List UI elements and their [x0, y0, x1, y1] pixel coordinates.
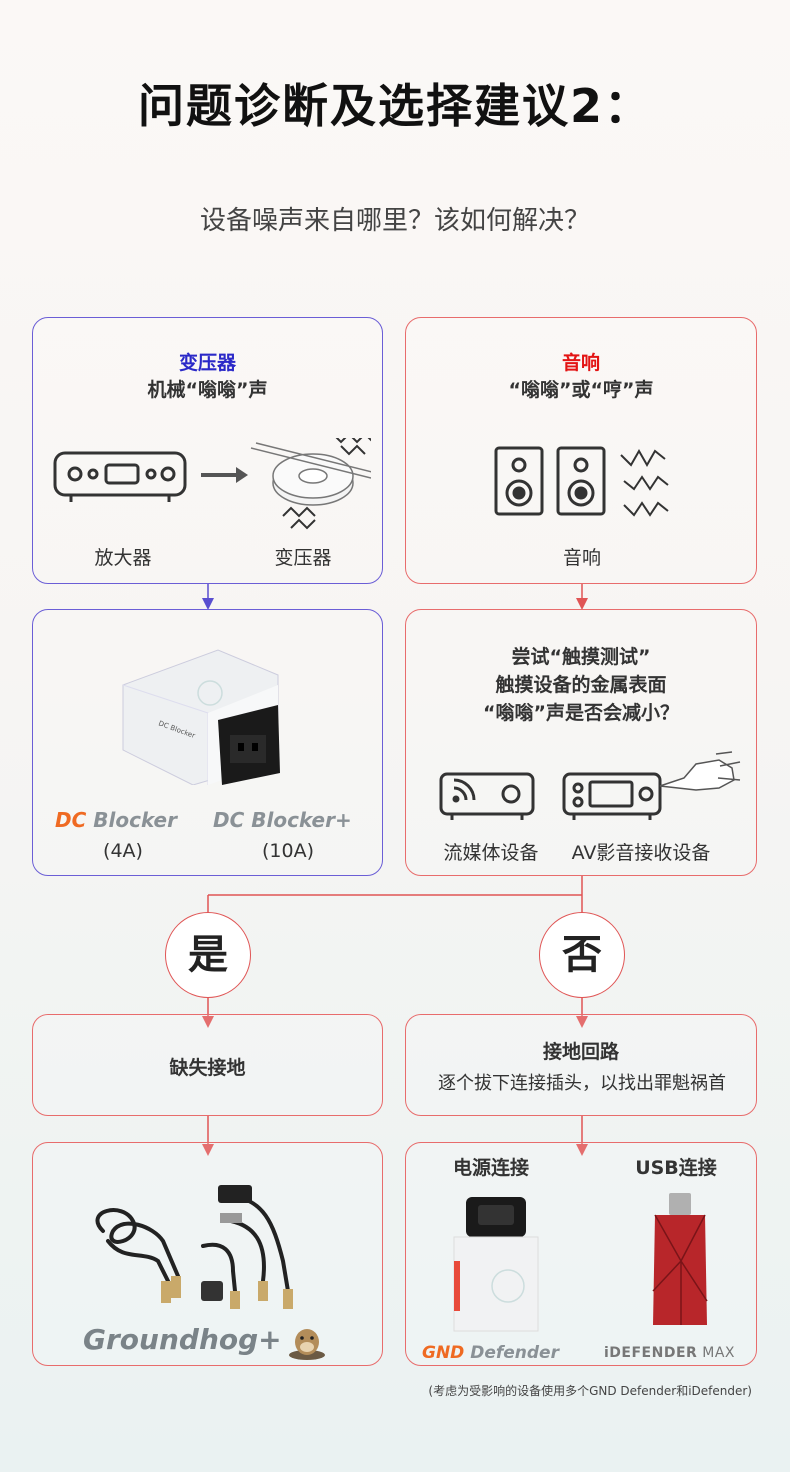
groundhog-mascot-icon	[289, 1329, 325, 1360]
dc-blocker-product: DC Blocker	[122, 649, 280, 785]
devices-illustration	[439, 751, 741, 820]
transformer-heading: 变压器	[178, 352, 236, 374]
ground-loop-heading: 接地回路	[542, 1041, 619, 1063]
av-receiver-icon	[562, 772, 662, 820]
page-title: 问题诊断及选择建议2：	[137, 79, 652, 133]
idefender-max-product	[652, 1193, 708, 1325]
groundhog-box: Groundhog+	[32, 1142, 383, 1366]
idefender-max-brand: iDEFENDER MAX	[604, 1345, 735, 1361]
groundhog-cables-product	[95, 1185, 293, 1309]
amplifier-icon	[53, 451, 187, 502]
speaker-icon	[494, 446, 606, 516]
no-circle: 否	[539, 912, 625, 998]
transformer-icon	[250, 438, 371, 530]
streamer-label: 流媒体设备	[443, 842, 539, 864]
transformer-label: 变压器	[274, 547, 332, 569]
missing-ground-label: 缺失接地	[169, 1057, 246, 1079]
av-receiver-label: AV影音接收设备	[571, 842, 711, 864]
missing-ground-box: 缺失接地	[32, 1014, 383, 1116]
speaker-label: 音响	[562, 547, 601, 569]
speakers-illustration	[494, 446, 669, 517]
yes-circle: 是	[165, 912, 251, 998]
dc-blocker-box: DC Blocker DC Blocker DC Blocker+ (4A) (…	[32, 609, 383, 876]
gnd-defender-brand: GND Defender	[422, 1343, 559, 1363]
touch-test-line2: 触摸设备的金属表面	[495, 674, 667, 696]
gnd-defender-product	[453, 1197, 539, 1332]
amplifier-label: 放大器	[94, 547, 152, 569]
noise-icon	[620, 448, 669, 517]
power-heading: 电源连接	[452, 1157, 529, 1179]
touch-test-line3: “嗡嗡”声是否会减小？	[483, 702, 679, 724]
ground-loop-desc: 逐个拔下连接插头，以找出罪魁祸首	[438, 1073, 726, 1094]
dc-blocker-plus-rating: (10A)	[262, 840, 314, 862]
pointing-hand-icon	[659, 751, 741, 791]
defender-box: 电源连接 USB连接 GND Defender iDEFENDER MAX	[405, 1142, 757, 1366]
arrow-right-icon	[201, 467, 248, 483]
dc-blocker-brand: DC Blocker	[55, 808, 177, 832]
transformer-box: 变压器 机械“嗡嗡”声 放大器 变压器	[32, 317, 383, 584]
dc-blocker-rating: (4A)	[103, 840, 143, 862]
ground-loop-box: 接地回路 逐个拔下连接插头，以找出罪魁祸首	[405, 1014, 757, 1116]
dc-blocker-plus-brand: DC Blocker+	[213, 808, 352, 832]
speaker-box: 音响 “嗡嗡”或“哼”声 音响	[405, 317, 757, 584]
usb-heading: USB连接	[635, 1157, 717, 1179]
touch-test-line1: 尝试“触摸测试”	[511, 646, 651, 668]
groundhog-brand: Groundhog+	[83, 1323, 282, 1356]
transformer-desc: 机械“嗡嗡”声	[147, 379, 268, 401]
streamer-icon	[439, 772, 535, 820]
page-subtitle: 设备噪声来自哪里？该如何解决？	[199, 206, 590, 236]
speaker-heading: 音响	[561, 352, 600, 374]
touch-test-box: 尝试“触摸测试” 触摸设备的金属表面 “嗡嗡”声是否会减小？ 流媒体设备 AV影…	[405, 609, 757, 876]
footnote: (考虑为受影响的设备使用多个GND Defender和iDefender)	[428, 1384, 752, 1398]
amp-to-transformer-illustration	[53, 438, 371, 530]
speaker-desc: “嗡嗡”或“哼”声	[508, 379, 654, 401]
